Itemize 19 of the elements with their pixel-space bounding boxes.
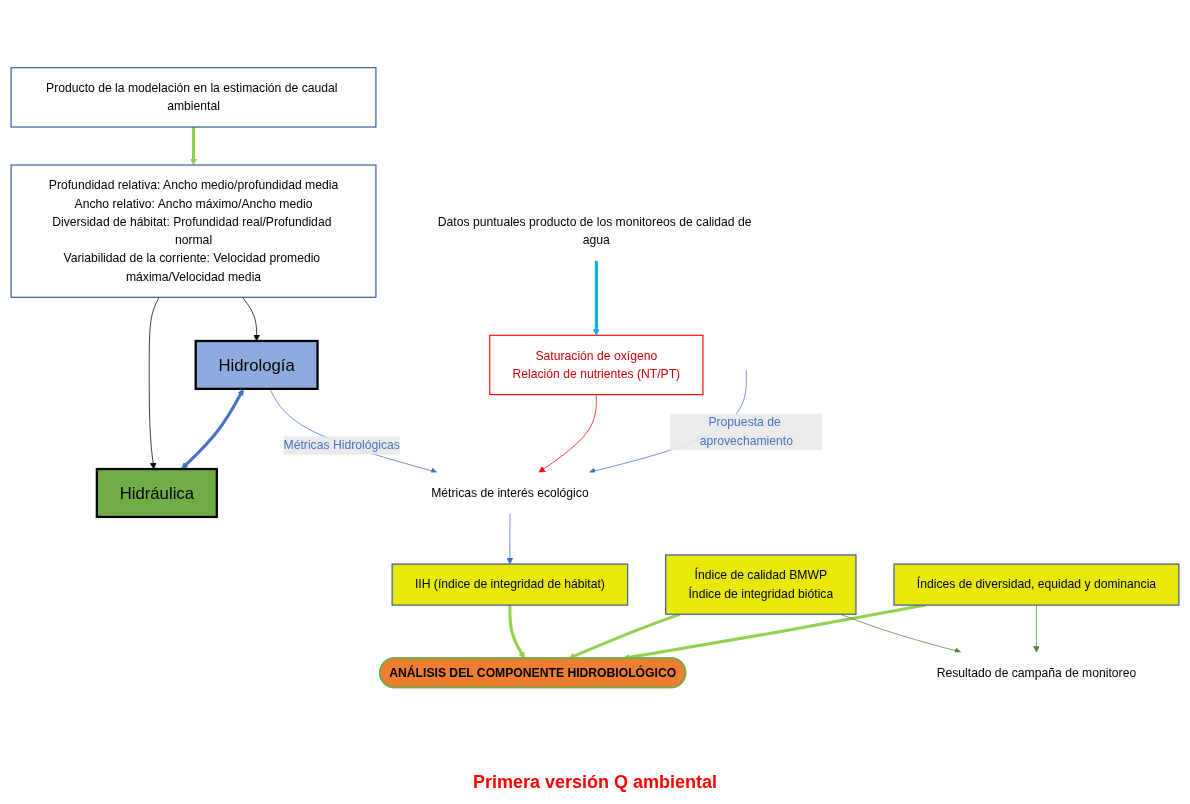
edge-label: Métricas Hidrológicas bbox=[283, 438, 400, 452]
arrow bbox=[593, 260, 600, 336]
node-box: Hidráulica bbox=[95, 467, 218, 518]
arrow bbox=[181, 388, 244, 469]
node-text: Datos puntuales producto de los monitoreos de calidad de agua bbox=[437, 214, 752, 246]
node-box: Saturación de oxígeno Relación de nutrientes (NT/PT) bbox=[489, 334, 704, 395]
node-box: Índice de calidad BMWP Índice de integridad biótica bbox=[665, 553, 857, 615]
arrow bbox=[190, 126, 197, 165]
node-box: Índices de diversidad, equidad y dominancia bbox=[893, 563, 1180, 606]
edge-label: Propuesta de aprovechamiento bbox=[699, 415, 793, 447]
node-text: Métricas de interés ecológico bbox=[431, 485, 589, 499]
node-box: Profundidad relativa: Ancho medio/profundidad media Ancho relativo: Ancho máximo/Ancho medio Diversidad de hábitat: Profundidad real/Profundidad normal Variabilidad de la corriente: Velocidad promedio máxima/Velocidad media bbox=[10, 163, 377, 298]
arrow bbox=[568, 612, 681, 659]
node-box: IIH (índice de integridad de hábitat) bbox=[391, 563, 629, 606]
node-box: Producto de la modelación en la estimación de caudal ambiental bbox=[10, 66, 377, 128]
note-text: Primera versión Q ambiental bbox=[472, 771, 718, 793]
node-text: Resultado de campaña de monitoreo bbox=[936, 665, 1137, 679]
arrow bbox=[508, 604, 525, 659]
node-box: Hidrología bbox=[194, 339, 319, 390]
